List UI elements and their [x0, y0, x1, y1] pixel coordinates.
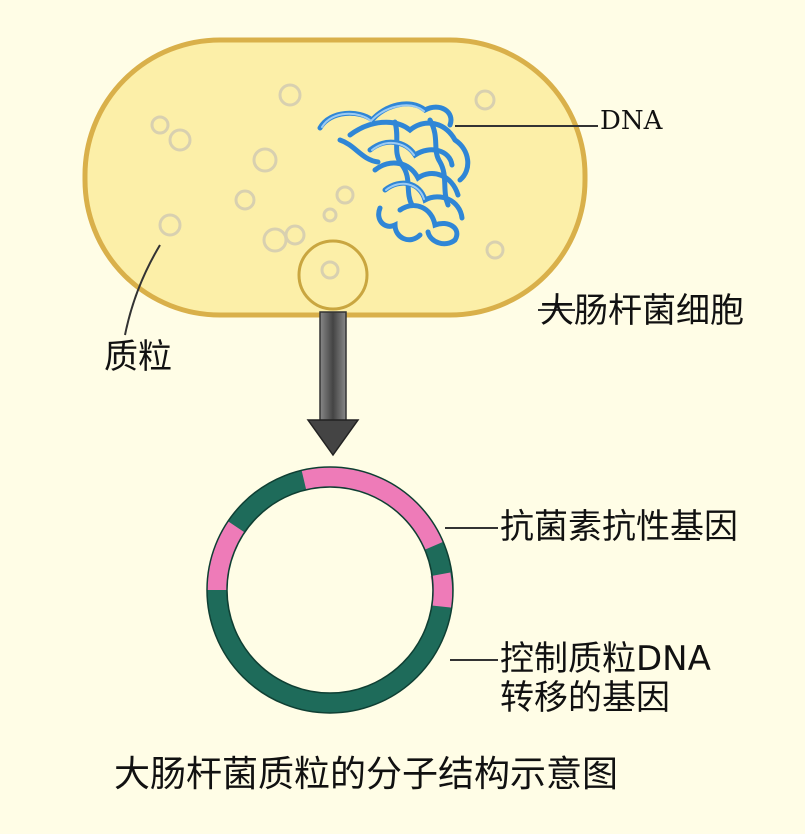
down-arrow	[308, 312, 358, 455]
label-resistance-gene: 抗菌素抗性基因	[500, 508, 738, 547]
label-transfer-gene: 控制质粒DNA 转移的基因	[500, 640, 711, 718]
diagram-caption: 大肠杆菌质粒的分子结构示意图	[114, 754, 618, 795]
label-ecoli-cell: 大肠杆菌细胞	[540, 292, 744, 331]
label-transfer-gene-line2: 转移的基因	[500, 679, 711, 718]
resistance-gene-segment-3	[441, 574, 443, 606]
label-transfer-gene-line1: 控制质粒DNA	[500, 640, 711, 679]
label-plasmid: 质粒	[104, 338, 172, 377]
plasmid-ring	[217, 477, 443, 703]
plasmid-ring-inner-edge	[227, 487, 433, 693]
label-dna: DNA	[600, 107, 662, 137]
ecoli-cell	[85, 40, 585, 315]
